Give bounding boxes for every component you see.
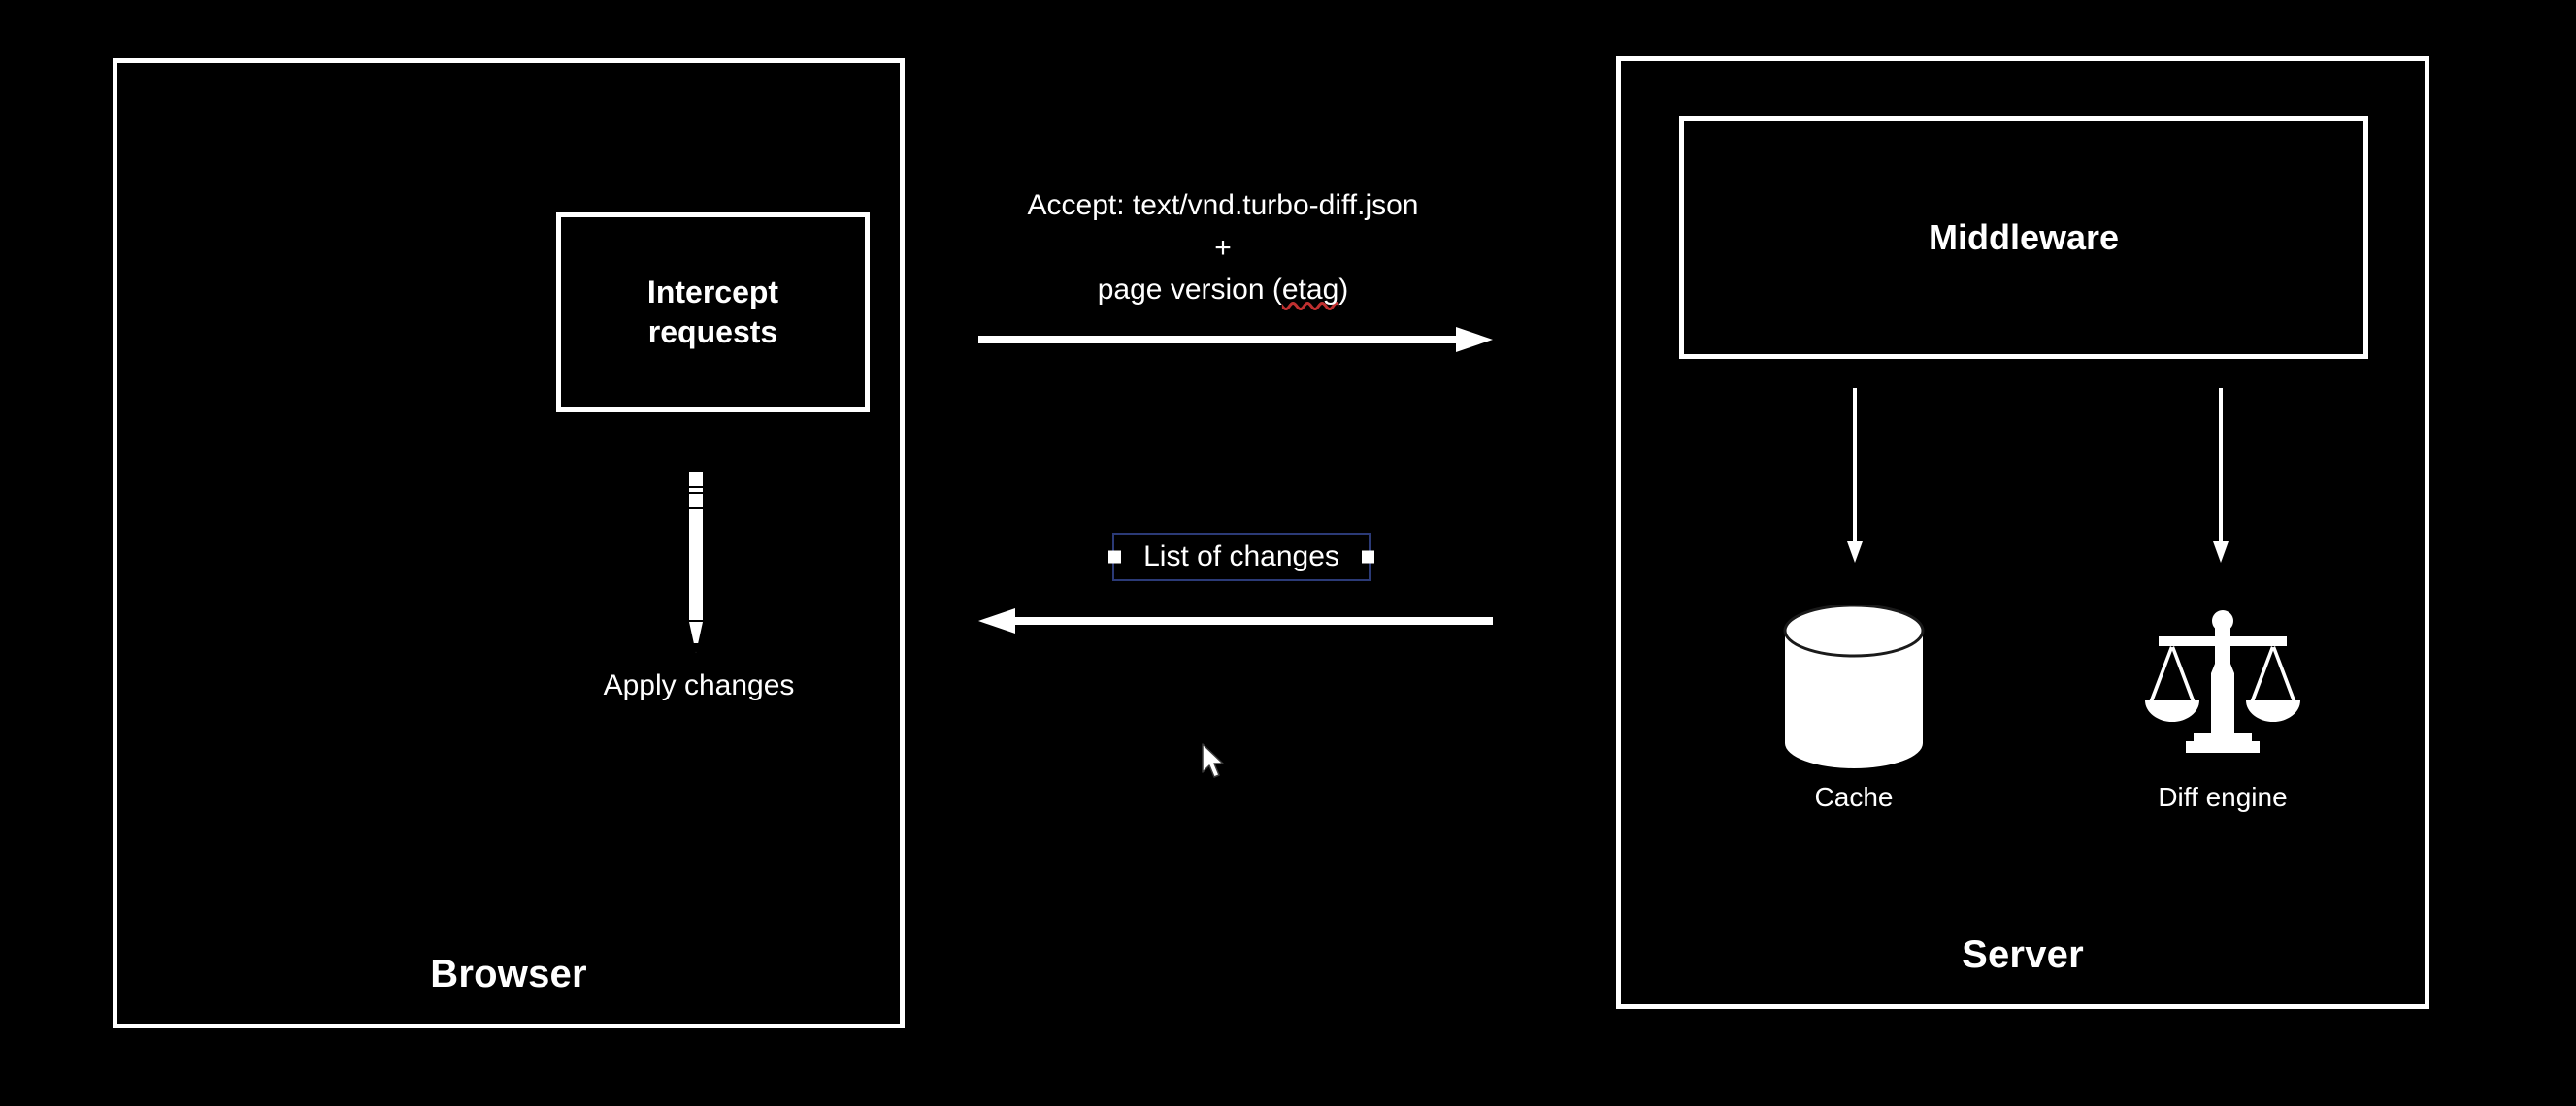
list-of-changes-selection-box[interactable]: List of changes	[1108, 533, 1374, 581]
list-of-changes-label: List of changes	[1143, 540, 1339, 572]
database-cylinder-icon	[1783, 605, 1924, 768]
intercept-requests-label: Intercept requests	[646, 275, 779, 349]
apply-changes-label: Apply changes	[603, 669, 795, 701]
cache-label: Cache	[1814, 782, 1894, 812]
request-etag-suffix: )	[1338, 274, 1349, 306]
request-etag-word: etag	[1281, 274, 1339, 306]
request-accept-line: Accept: text/vnd.turbo-diff.json	[1027, 189, 1419, 221]
request-etag-prefix: page version (	[1097, 274, 1282, 306]
intercept-requests-box[interactable]: Intercept requests	[556, 212, 870, 412]
browser-panel[interactable]: Browser	[113, 58, 905, 1028]
selection-handle-right[interactable]	[1362, 550, 1374, 564]
request-plus-line: +	[1214, 231, 1232, 264]
balance-scales-icon	[2145, 610, 2300, 753]
pencil-icon	[677, 472, 715, 653]
middleware-label: Middleware	[1928, 217, 2120, 257]
diff-engine-node[interactable]: Diff engine	[2116, 605, 2329, 813]
browser-panel-title: Browser	[430, 953, 587, 995]
arrow-left-icon	[978, 606, 1493, 635]
diff-engine-label: Diff engine	[2158, 782, 2288, 812]
arrow-right-icon	[978, 325, 1493, 354]
request-header-text: Accept: text/vnd.turbo-diff.json + page …	[932, 184, 1514, 311]
middleware-box[interactable]: Middleware	[1679, 116, 2368, 359]
server-panel-title: Server	[1962, 933, 2084, 976]
selection-handle-left[interactable]	[1108, 550, 1121, 564]
cache-node[interactable]: Cache	[1747, 605, 1961, 813]
arrow-down-icon	[1844, 388, 1866, 563]
mouse-pointer-icon	[1201, 743, 1226, 780]
arrow-down-icon	[2210, 388, 2231, 563]
